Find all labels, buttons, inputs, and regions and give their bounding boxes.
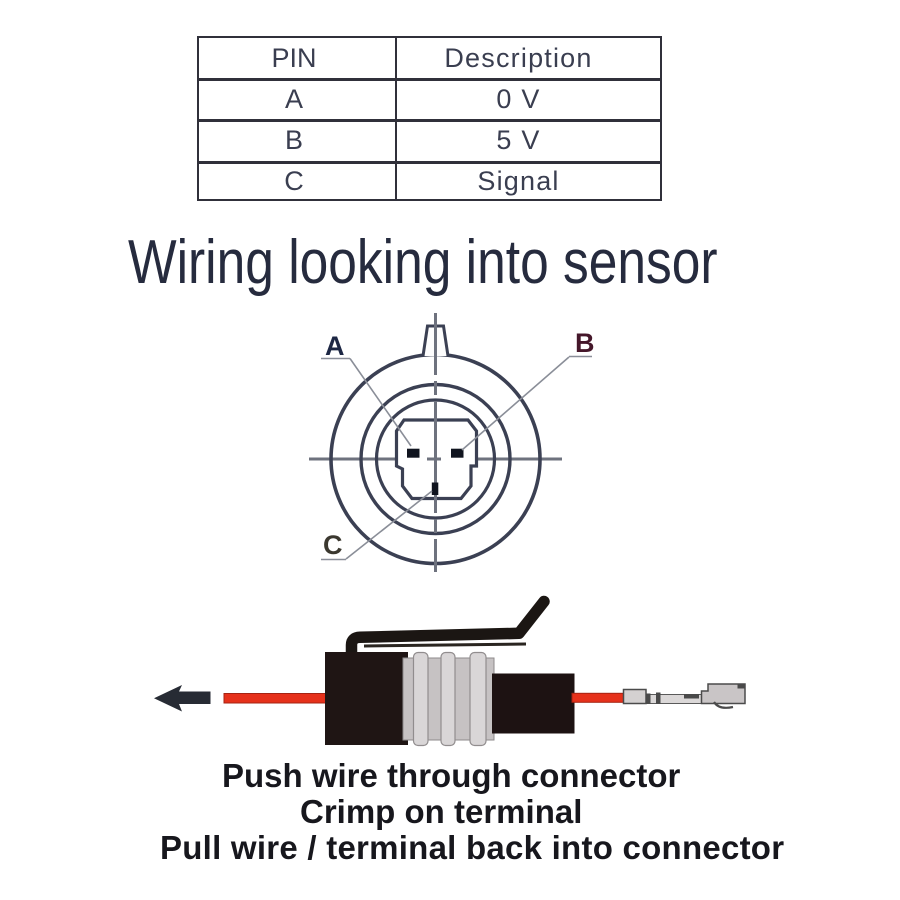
svg-text:B: B (575, 328, 595, 358)
svg-text:A: A (325, 331, 345, 361)
svg-text:C: C (323, 530, 343, 560)
